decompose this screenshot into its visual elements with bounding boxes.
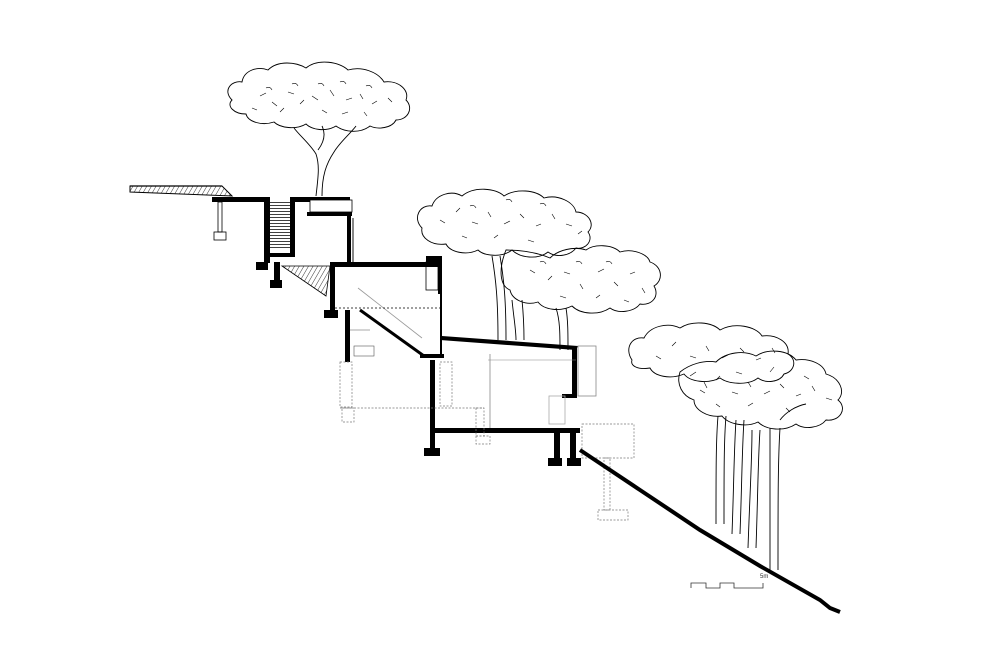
tree-middle-pair <box>417 188 661 351</box>
scale-bar-label: 5m <box>760 574 769 580</box>
scale-bar <box>690 582 764 589</box>
cantilever-roof <box>129 185 268 241</box>
lower-level <box>424 336 597 466</box>
terrain-line <box>578 448 841 614</box>
upper-level <box>256 197 354 297</box>
foundation-footings <box>339 361 635 521</box>
stair <box>270 200 290 250</box>
tree-top-left <box>227 61 410 197</box>
middle-level <box>324 256 444 362</box>
tree-group-right <box>628 322 843 571</box>
